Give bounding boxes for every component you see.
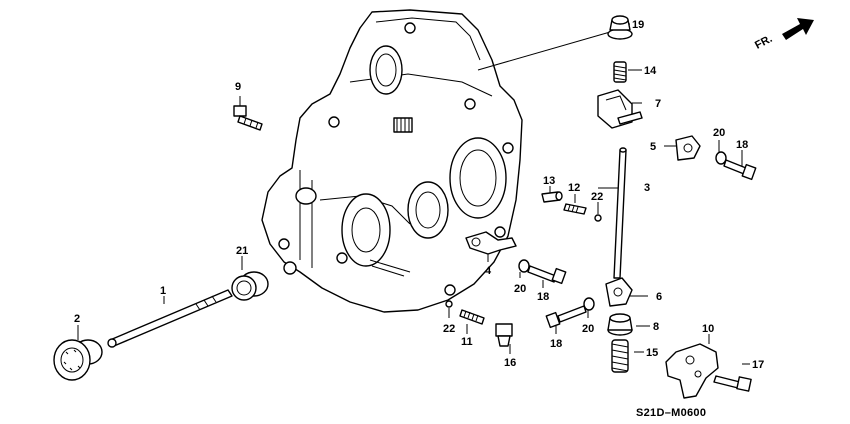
label-22-b: 22 <box>443 323 455 335</box>
cap-8 <box>607 313 633 336</box>
label-11: 11 <box>461 336 473 348</box>
label-14: 14 <box>644 65 657 77</box>
label-18-b: 18 <box>537 291 549 303</box>
label-5: 5 <box>650 141 656 153</box>
front-arrow-icon <box>782 18 814 40</box>
spring-14 <box>613 61 627 83</box>
balls-22 <box>445 214 602 308</box>
oil-seal <box>231 271 269 301</box>
bracket-7 <box>597 89 643 129</box>
bolt-19 <box>607 15 633 40</box>
label-13: 13 <box>543 175 555 187</box>
shaft-3 <box>613 147 627 279</box>
label-16: 16 <box>504 357 516 369</box>
plug <box>53 339 103 381</box>
spring-12 <box>563 203 587 215</box>
label-10: 10 <box>702 323 714 335</box>
label-3: 3 <box>644 182 650 194</box>
label-20-b: 20 <box>514 283 526 295</box>
bracket-10 <box>665 343 719 399</box>
transmission-housing <box>261 9 523 313</box>
label-18-c: 18 <box>550 338 562 350</box>
label-1: 1 <box>160 285 166 297</box>
diagram-code: S21D–M0600 <box>636 407 706 419</box>
spring-15 <box>611 339 629 373</box>
shift-rod <box>107 289 233 348</box>
bolt-17 <box>713 375 752 392</box>
label-9: 9 <box>235 81 241 93</box>
shift-piece-5 <box>675 135 701 161</box>
bolts-18 <box>527 159 757 329</box>
label-22-a: 22 <box>591 191 603 203</box>
label-17: 17 <box>752 359 764 371</box>
label-15: 15 <box>646 347 658 359</box>
label-6: 6 <box>656 291 662 303</box>
shift-piece-6 <box>605 277 633 307</box>
front-label: FR. <box>753 33 774 52</box>
label-20-a: 20 <box>713 127 725 139</box>
label-2: 2 <box>74 313 80 325</box>
label-12: 12 <box>568 182 580 194</box>
dowel-13 <box>541 191 563 203</box>
shift-arm-4 <box>465 231 517 255</box>
washers-20 <box>518 151 727 311</box>
spring-11 <box>459 309 485 325</box>
front-direction-indicator: FR. <box>753 18 814 52</box>
label-4: 4 <box>485 265 492 277</box>
label-19: 19 <box>632 19 644 31</box>
label-20-c: 20 <box>582 323 594 335</box>
part-labels: 1 2 3 4 5 6 7 8 9 10 11 12 13 14 15 16 1… <box>74 19 764 371</box>
bolt-9 <box>233 105 263 131</box>
label-18-a: 18 <box>736 139 748 151</box>
bolt-16 <box>495 323 513 347</box>
label-21: 21 <box>236 245 248 257</box>
label-8: 8 <box>653 321 659 333</box>
label-7: 7 <box>655 98 661 110</box>
